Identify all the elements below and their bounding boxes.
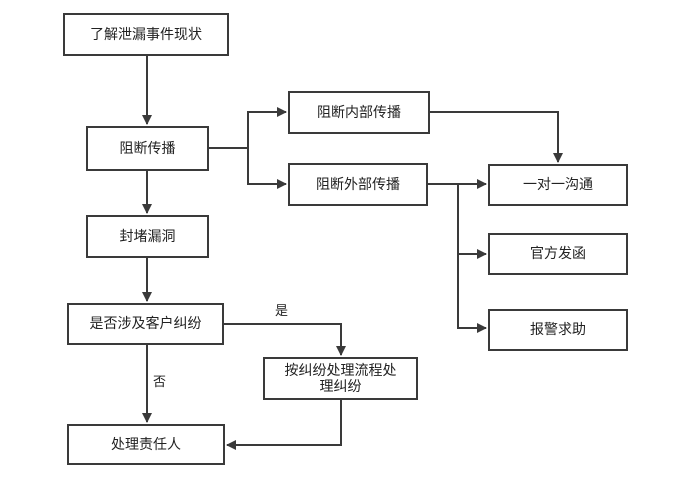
node-block-external: 阻断外部传播 [288,163,428,206]
node-dispute-process-label: 按纠纷处理流程处 理纠纷 [284,362,397,395]
edge-label-no: 否 [153,375,167,390]
node-block-internal: 阻断内部传播 [288,91,430,134]
edge-block-spread-to-external [247,148,287,189]
node-understand-incident: 了解泄漏事件现状 [63,13,229,56]
node-police-label: 报警求助 [530,322,586,338]
node-customer-dispute: 是否涉及客户纠纷 [67,303,224,345]
edge-dispute-yes [224,323,346,356]
node-official-letter-label: 官方发函 [530,246,586,262]
node-seal-leak-label: 封堵漏洞 [119,228,176,245]
node-responsible-person: 处理责任人 [67,424,225,465]
edge-external-to-police [457,254,487,333]
edge-block-spread-to-internal [209,107,287,149]
node-block-spread: 阻断传播 [86,126,209,171]
node-responsible-person-label: 处理责任人 [111,436,181,453]
node-police: 报警求助 [488,309,628,351]
node-one-on-one-label: 一对一沟通 [523,177,593,193]
node-block-internal-label: 阻断内部传播 [317,104,401,121]
node-seal-leak: 封堵漏洞 [86,215,209,258]
edge-label-yes: 是 [275,304,289,319]
node-official-letter: 官方发函 [488,233,628,275]
edge-external-to-official-letter [457,184,487,259]
node-block-spread-label: 阻断传播 [119,140,176,157]
node-understand-incident-label: 了解泄漏事件现状 [90,26,202,43]
edge-internal-to-one-on-one [430,111,563,163]
node-dispute-process: 按纠纷处理流程处 理纠纷 [263,357,418,400]
node-customer-dispute-label: 是否涉及客户纠纷 [89,316,202,332]
node-block-external-label: 阻断外部传播 [316,176,400,193]
edge-process-to-responsible [226,400,342,450]
node-one-on-one: 一对一沟通 [488,164,628,206]
